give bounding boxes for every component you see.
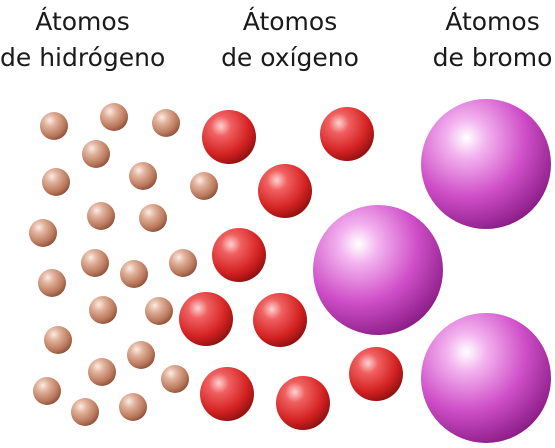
oxygen-atoms: [179, 107, 403, 430]
oxygen-atom: [200, 367, 254, 421]
hydrogen-atom: [81, 249, 109, 277]
bromine-atoms: [313, 99, 551, 443]
hydrogen-atom: [190, 172, 218, 200]
oxygen-atom: [179, 292, 233, 346]
hydrogen-atom: [40, 112, 68, 140]
bromine-label-line2: de bromo: [432, 43, 553, 72]
hydrogen-atom: [169, 249, 197, 277]
hydrogen-atom: [152, 109, 180, 137]
hydrogen-atom: [129, 162, 157, 190]
bromine-label: Átomos de bromo: [430, 4, 555, 76]
hydrogen-atom: [139, 204, 167, 232]
hydrogen-atom: [42, 168, 70, 196]
hydrogen-atom: [38, 269, 66, 297]
bromine-atom: [313, 205, 443, 335]
oxygen-atom: [276, 376, 330, 430]
oxygen-atom: [212, 228, 266, 282]
hydrogen-atom: [120, 260, 148, 288]
hydrogen-atom: [100, 103, 128, 131]
hydrogen-atom: [127, 341, 155, 369]
hydrogen-atom: [119, 393, 147, 421]
hydrogen-atom: [145, 297, 173, 325]
oxygen-atom: [253, 293, 307, 347]
hydrogen-atom: [82, 140, 110, 168]
hydrogen-atom: [88, 358, 116, 386]
bromine-atom: [421, 99, 551, 229]
hydrogen-atom: [161, 365, 189, 393]
oxygen-label-line2: de oxígeno: [221, 43, 359, 72]
oxygen-atom: [202, 110, 256, 164]
hydrogen-atoms: [29, 103, 218, 426]
bromine-label-line1: Átomos: [445, 7, 540, 36]
hydrogen-atom: [29, 219, 57, 247]
hydrogen-atom: [71, 398, 99, 426]
hydrogen-label-line1: Átomos: [35, 7, 130, 36]
hydrogen-label: Átomos de hidrógeno: [0, 4, 165, 76]
hydrogen-atom: [44, 326, 72, 354]
oxygen-atom: [320, 107, 374, 161]
oxygen-atom: [349, 347, 403, 401]
oxygen-atom: [258, 164, 312, 218]
hydrogen-atom: [89, 296, 117, 324]
oxygen-label-line1: Átomos: [242, 7, 338, 36]
hydrogen-atom: [33, 377, 61, 405]
oxygen-label: Átomos de oxígeno: [210, 4, 370, 76]
hydrogen-atom: [87, 202, 115, 230]
hydrogen-label-line2: de hidrógeno: [0, 43, 166, 72]
bromine-atom: [421, 313, 551, 443]
